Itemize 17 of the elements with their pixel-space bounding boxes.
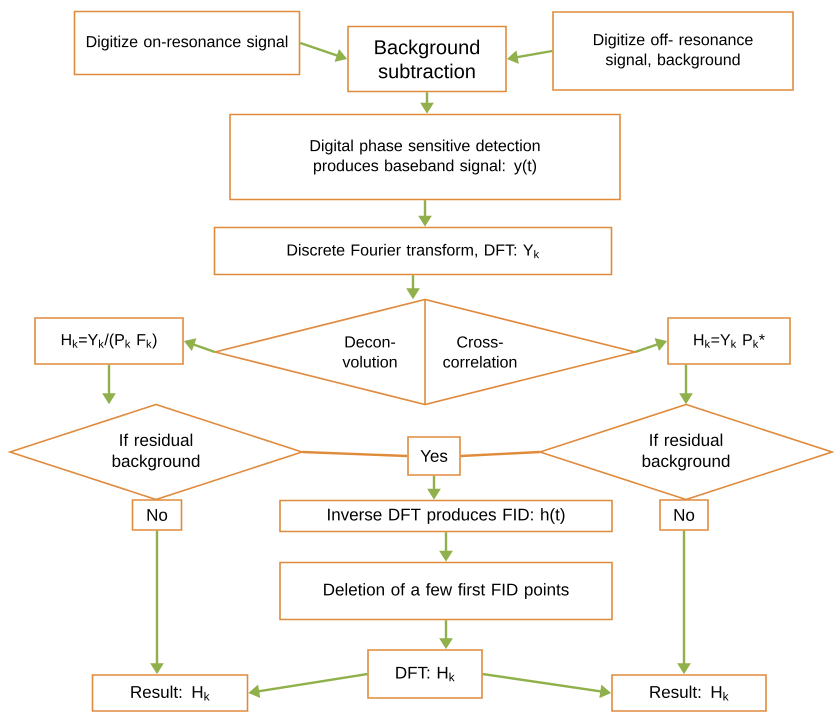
process-box: Result: H$_{k}$ [611, 674, 767, 712]
process-box: Digitize off- resonance signal, background [552, 11, 794, 91]
process-box: Yes [407, 436, 461, 476]
process-box: H$_{k}$=Y$_{k}$ P$_{k}$* [667, 317, 791, 365]
process-box: No [659, 499, 709, 531]
process-box: Background subtraction [347, 26, 507, 92]
process-box: No [132, 499, 182, 531]
connector-line [302, 450, 408, 458]
process-box: Digital phase sensitive detection produces baseband signal: y(t) [229, 114, 621, 200]
process-box: Discrete Fourier transform, DFT: Y$_{k}$ [214, 226, 612, 276]
process-box: DFT: H$_{k}$ [367, 649, 483, 699]
process-box: H$_{k}$=Y$_{k}$/(P$_{k}$ F$_{k}$) [34, 317, 184, 365]
process-box: Inverse DFT produces FID: h(t) [279, 500, 613, 532]
process-box: Digitize on-resonance signal [74, 10, 300, 76]
connector-line [460, 450, 540, 458]
process-box: Deletion of a few first FID points [279, 562, 613, 620]
process-box: Result: H$_{k}$ [92, 674, 248, 712]
